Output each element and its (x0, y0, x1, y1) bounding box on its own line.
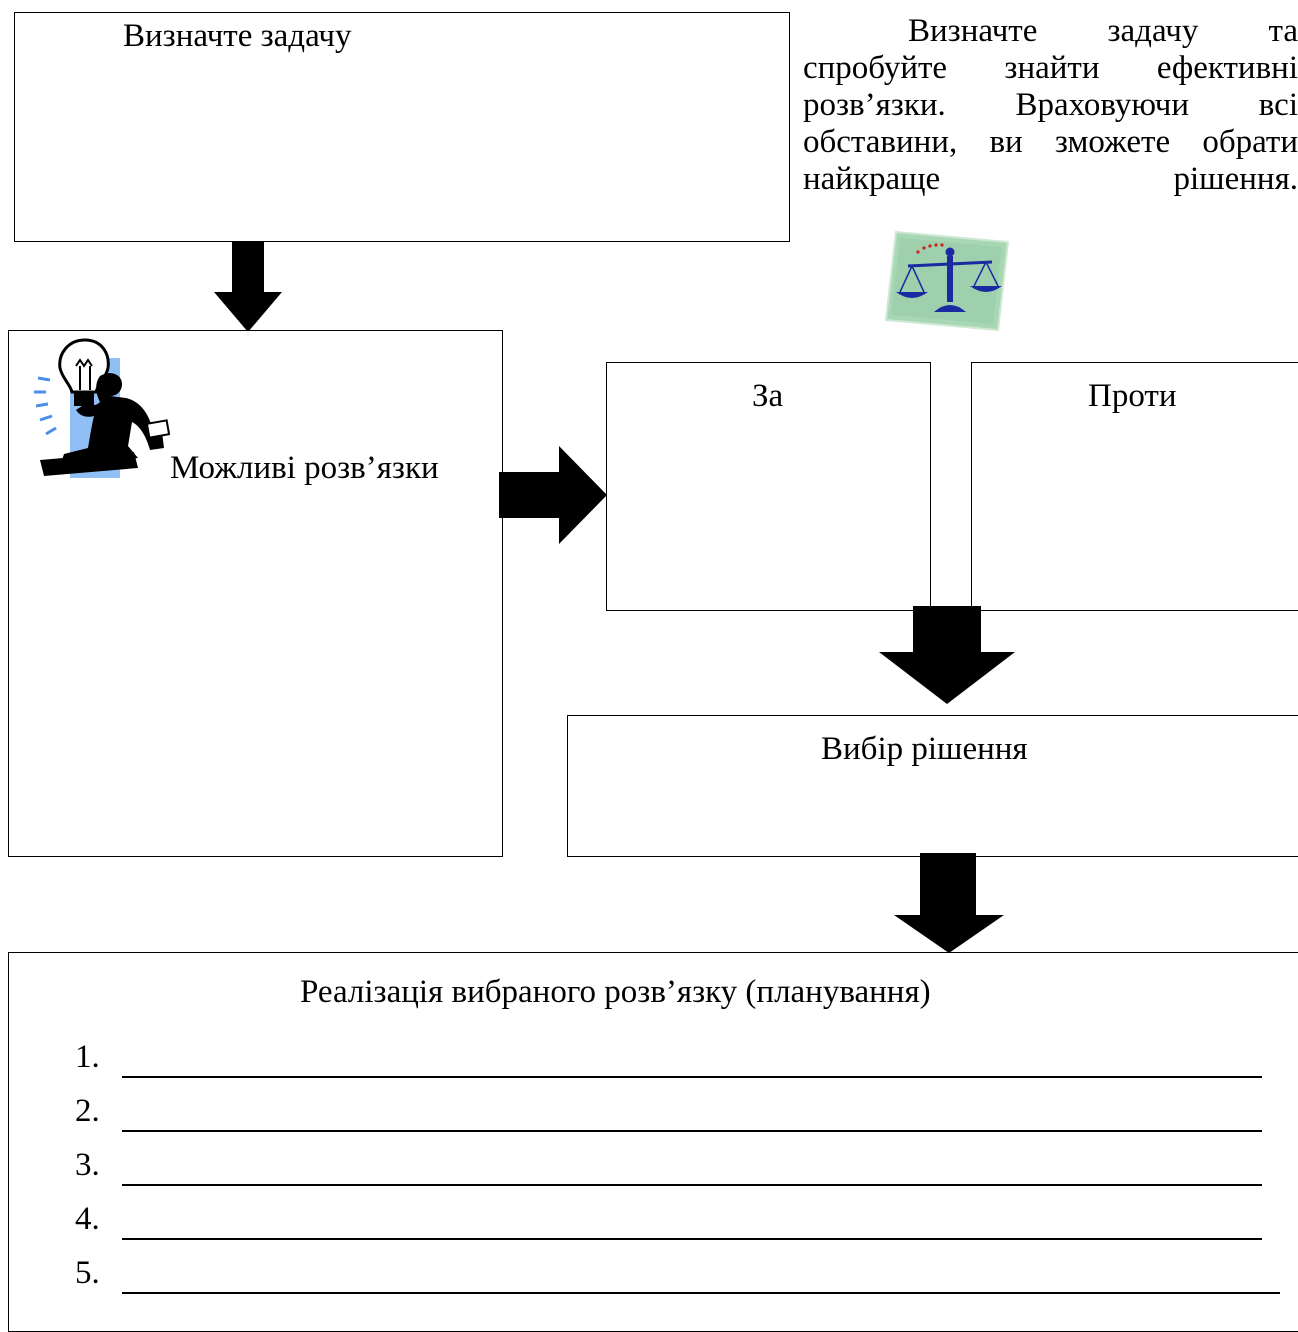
arrow-down-2 (879, 606, 1015, 704)
choice-label: Вибір рішення (821, 731, 1028, 767)
intro-line-3: розв’язки. Враховуючи всі (803, 87, 1298, 123)
plan-item-number: 2. (75, 1093, 100, 1129)
pro-label: За (752, 378, 784, 414)
arrow-down-3 (894, 853, 1004, 953)
arrow-right (499, 446, 607, 544)
intro-line-5: найкраще рішення. (803, 161, 1298, 197)
pro-box: За (606, 362, 931, 611)
plan-item-number: 3. (75, 1147, 100, 1183)
idea-person-icon (34, 338, 170, 478)
plan-item: 1. (75, 1030, 1285, 1084)
intro-line-1: Визначте задачу та (908, 13, 1298, 49)
plan-item-blank[interactable] (122, 1238, 1262, 1240)
plan-item-number: 1. (75, 1039, 100, 1075)
arrow-down-1 (214, 242, 282, 332)
intro-text: Визначте задачу та спробуйте знайти ефек… (803, 13, 1298, 198)
intro-line-2: спробуйте знайти ефективні (803, 50, 1298, 86)
plan-item-blank[interactable] (122, 1130, 1262, 1132)
plan-item: 3. (75, 1138, 1285, 1192)
plan-box: Реалізація вибраного розв’язку (плануван… (8, 952, 1298, 1332)
plan-list: 1. 2. 3. 4. 5. (75, 1030, 1285, 1300)
con-label: Проти (1088, 378, 1177, 414)
scales-icon (884, 230, 1010, 332)
plan-item: 4. (75, 1192, 1285, 1246)
define-task-label: Визначте задачу (123, 18, 352, 54)
define-task-box: Визначте задачу (14, 12, 790, 242)
plan-item-number: 4. (75, 1201, 100, 1237)
plan-item-blank[interactable] (122, 1076, 1262, 1078)
plan-item-number: 5. (75, 1255, 100, 1291)
possible-solutions-label: Можливі розв’язки (170, 450, 439, 486)
plan-item-blank[interactable] (122, 1184, 1262, 1186)
plan-label: Реалізація вибраного розв’язку (плануван… (300, 974, 931, 1010)
plan-item: 2. (75, 1084, 1285, 1138)
plan-item-blank[interactable] (122, 1292, 1280, 1294)
con-box: Проти (971, 362, 1298, 611)
choice-box: Вибір рішення (567, 715, 1298, 857)
plan-item: 5. (75, 1246, 1285, 1300)
intro-line-4: обставини, ви зможете обрати (803, 124, 1298, 160)
